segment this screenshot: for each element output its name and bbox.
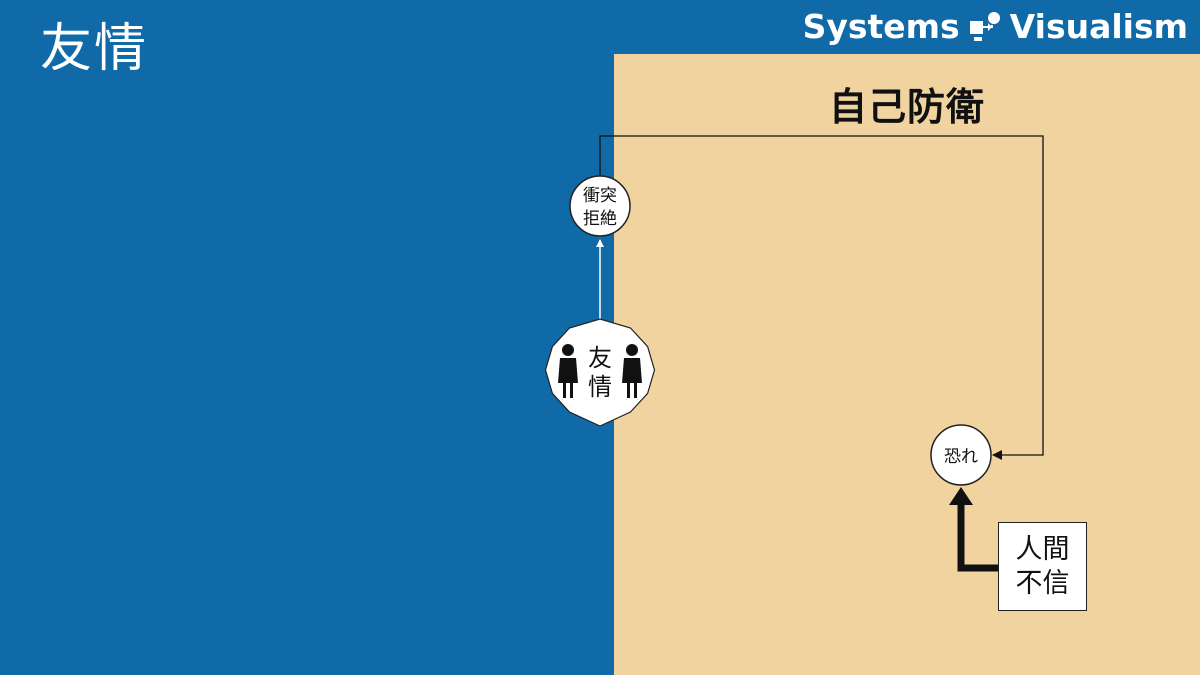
arrow-distrust-to-fear xyxy=(957,502,998,572)
node-fear: 恐れ xyxy=(930,424,992,486)
node-human-distrust: 人間 不信 xyxy=(998,522,1087,611)
node-friendship-shape xyxy=(544,318,656,427)
slide-title: 友情 xyxy=(40,19,149,79)
brand-text-systems: Systems xyxy=(802,6,960,46)
node-fear-label: 恐れ xyxy=(944,447,978,467)
arrow-conflict-to-fear xyxy=(599,135,1044,460)
node-friendship-line2: 情 xyxy=(588,373,612,401)
node-conflict-line1: 衝突 xyxy=(583,186,617,206)
panel-title: 自己防衛 xyxy=(828,85,985,129)
two-people-icon xyxy=(558,344,642,398)
node-distrust-line1: 人間 xyxy=(1015,533,1070,565)
arrow-distrust-to-fear-head xyxy=(949,487,973,505)
node-distrust-line2: 不信 xyxy=(1015,567,1070,599)
brand-text-visualism: Visualism xyxy=(1009,6,1188,46)
self-defense-panel xyxy=(614,54,1200,675)
node-friendship: 友 情 xyxy=(544,318,656,427)
node-friendship-line1: 友 xyxy=(588,344,612,372)
node-conflict-rejection: 衝突 拒絶 xyxy=(569,175,631,237)
brand-logo: Systems Visualism xyxy=(803,4,1188,48)
node-conflict-line2: 拒絶 xyxy=(583,209,617,229)
flow-diagram-icon xyxy=(969,12,1000,41)
